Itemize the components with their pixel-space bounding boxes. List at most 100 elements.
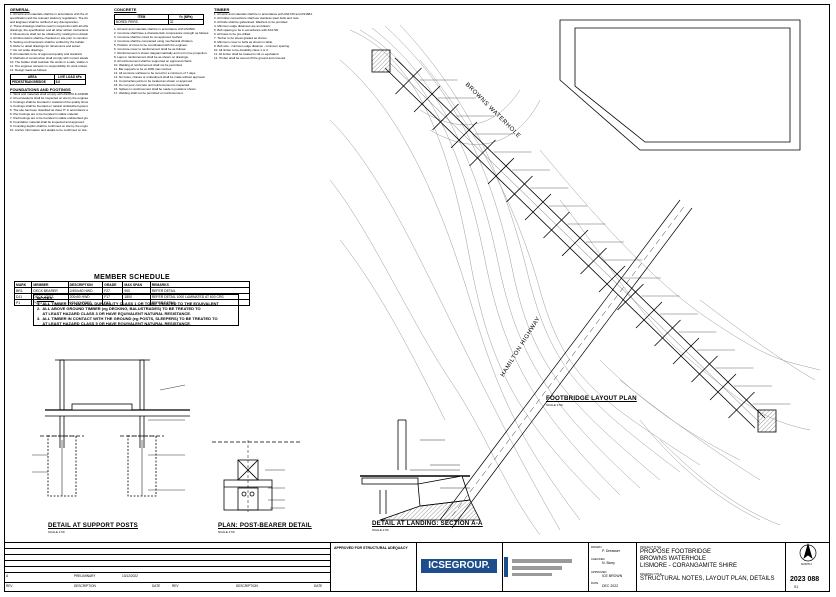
title-block [4,542,830,593]
timber-line: 9. Bolt size - minimum edge distance - m… [214,44,290,48]
post-bearer-title: PLAN: POST-BEARER DETAIL [218,522,312,529]
general-line: 9. Methods of construction shall comply … [10,56,88,60]
drawn-by: P. Dreasser [602,549,621,553]
concrete-line: 7. Reinforcement is shown diagrammatical… [114,51,208,55]
bridge-support-line [672,337,700,365]
post-bearer-title-text: PLAN: POST-BEARER DETAIL [218,522,312,529]
north-label: NORTH [801,562,812,566]
issue-date: DEC 2022 [602,584,619,588]
concrete-line: 16. Splices in reinforcement shall be ma… [114,87,197,91]
project-line-1: PROPOSE FOOTBRIDGE [640,549,712,555]
timber-line: 11. All timber shall be treated to H4 or… [214,52,280,56]
checked-by: N. Barry [602,561,615,565]
concrete-line: 11. Bar supports to be at 1000 max centr… [114,67,173,71]
rev-header-rev: REV [6,584,13,588]
post-bearer-detail [212,440,300,512]
general-line: 6. Refer to detail drawings for dimensio… [10,44,81,48]
concrete-line: 9. All reinforcement shall be supported … [114,59,193,63]
foundations-heading: FOUNDATIONS AND FOOTINGS [10,87,71,92]
foundation-line: 6. Pier footings are to be founded in st… [10,112,79,116]
notes-box-line: 2. ALL ABOVE GROUND TIMBER (eg DECKING, … [37,306,201,311]
bridge-callouts [419,79,791,405]
concrete-cell-strength: 32 [167,19,205,25]
notes-box-line: AT LEAST HAZARD CLASS 3 OR HAVE EQUIVALE… [37,311,192,316]
building-outline [559,19,801,151]
timber-line: 6. All holes to be pre-drilled. [214,32,252,36]
concrete-notes: 1. All work and materials shall be in ac… [114,27,210,95]
bridge-support-line [654,319,681,347]
member-schedule-cell: P1 [13,299,33,306]
general-line: 2. These drawings shall be read in conju… [10,24,88,28]
bridge-support-line [469,139,496,167]
foundation-line: 10. Anchor information and details to be… [10,128,88,132]
general-line: 10. The builder shall maintain the works… [10,60,88,64]
bridge-supports [395,67,755,419]
general-line: 12. Design loads as follows: [10,68,48,72]
member-schedule-title: MEMBER SCHEDULE [93,274,171,281]
job-number: 2023 088 [790,576,820,583]
landing-detail [360,419,481,521]
timber-line: 5. Bolt spacing to be in accordance with… [214,28,280,32]
concrete-line: 12. All concrete surfaces to be cured fo… [114,71,197,75]
concrete-notes-column: CONCRETE ITEM f'c (MPa) BORED PIERS 32 1… [114,7,210,96]
revision-header-row: REV DESCRIPTION DATE REV DESCRIPTION DAT… [4,582,330,589]
bridge-support-line [561,229,589,257]
member-schedule-cell: - [122,299,151,306]
concrete-heading: CONCRETE [114,7,137,12]
concrete-line: 2. Concrete shall have a characteristic … [114,31,210,35]
rev-header-date: DATE [152,584,161,588]
foundation-line: 8. Foundation material shall be inspecte… [10,120,85,124]
timber-line: 12. Timber shall be stored off the groun… [214,56,286,60]
bridge-support-line [728,391,755,419]
concrete-line: 14. Construction joints to be located as… [114,79,193,83]
company-logo: ICSEGROUP. [421,559,497,573]
bridge-support-line [450,121,478,149]
concrete-line: 17. Welding shall not be permitted on re… [114,91,184,95]
general-line: 7. Do not scale drawings. [10,48,44,52]
support-posts-title-text: DETAIL AT SUPPORT POSTS [48,522,138,529]
foundation-line: 9. Founding depths shall be confirmed on… [10,124,88,128]
concrete-table: ITEM f'c (MPa) BORED PIERS 32 [114,14,205,25]
bridge-support-line [487,157,515,185]
bridge-support-line [635,301,663,329]
bridge-support-line [543,211,570,239]
landing-title: DETAIL AT LANDING: SECTION A-A [372,520,483,527]
rev-id: A [6,574,9,578]
general-line: 4. All dimensions shall be checked on si… [10,36,88,40]
foundation-notes: 1. Work and materials shall comply with … [10,92,88,132]
general-line: 3. Dimensions shall not be obtained by s… [10,32,88,36]
timber-notes-column: TIMBER 1. All work and materials shall b… [214,8,318,61]
concrete-line: 4. Concrete shall be compacted using mec… [114,39,194,43]
foundation-line: 1. Work and materials shall comply with … [10,92,88,96]
rev-header-date-2: DATE [314,584,323,588]
timber-notes: 1. All work and materials shall be in ac… [214,12,318,60]
landing-title-text: DETAIL AT LANDING: SECTION A-A [372,520,483,527]
revision-row: A PRELIMINARY 13/12/2022 [4,572,330,579]
project-line-2: BROWNS WATERHOLE [640,556,707,562]
rev-header-description: DESCRIPTION [74,584,96,588]
general-line: 5. Setting out dimensions shall be verif… [10,40,85,44]
sheet-border [4,4,830,592]
secondary-logo-icon [504,557,572,577]
general-line: and Engineer shall be notified of any di… [10,20,79,24]
support-posts-scale: SCALE 1:50 [48,530,65,534]
foundation-line: 4. Footings shall be founded on natural … [10,104,88,108]
drawn-label: DRAWN [591,545,602,549]
general-line: 1. All work and materials shall be in ac… [10,12,88,16]
revision-table: A PRELIMINARY 13/12/2022 REV DESCRIPTION… [4,542,330,592]
concrete-line: 8. Laps in reinforcement shall be as sho… [114,55,189,59]
foundation-line: 5. The site has been classified as class… [10,108,88,112]
layout-plan-title-text: FOOTBRIDGE LAYOUT PLAN [546,395,637,402]
timber-line: 1. All work and materials shall be in ac… [214,12,313,16]
loads-table: AREA LIVE LOAD kPa PEDESTRIAN BRIDGE 5.0 [10,74,87,85]
rev-header-rev-2: REV [172,584,179,588]
landing-scale: SCALE 1:50 [372,528,389,532]
bridge-support-line [413,85,441,113]
support-posts-title: DETAIL AT SUPPORT POSTS [48,522,138,529]
timber-line: 8. Minimum cover to bolts as shown in ta… [214,40,274,44]
bridge-support-line [395,67,422,95]
project-label: PROJECT TITLE [640,545,662,549]
